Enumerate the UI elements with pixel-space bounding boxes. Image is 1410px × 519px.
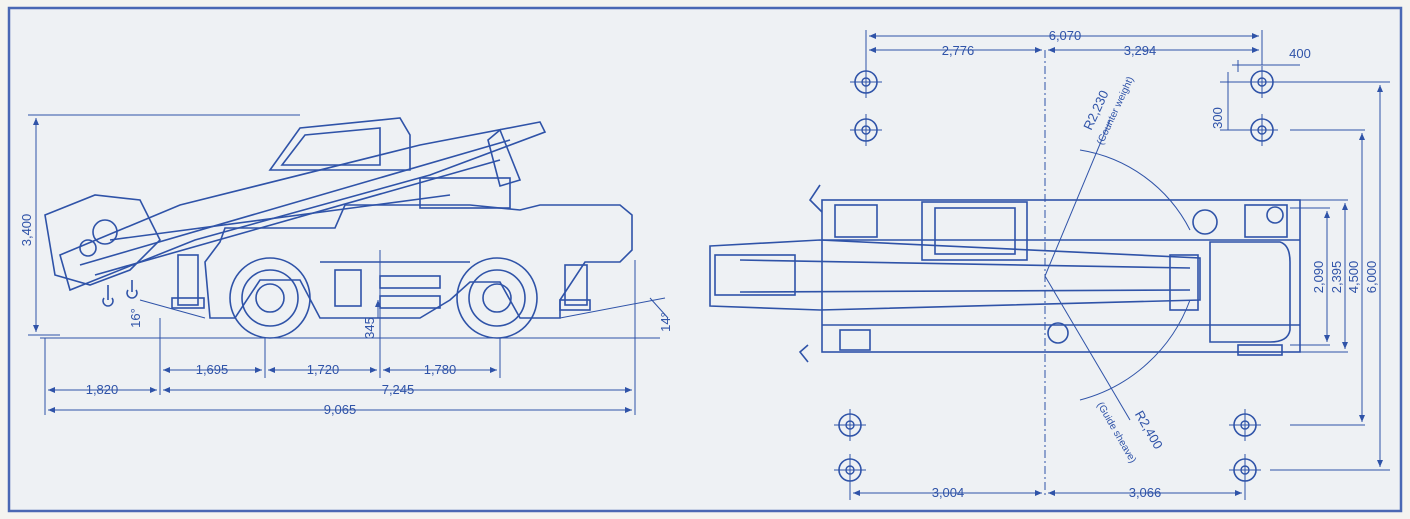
label-outrigger-span-top: 6,070 xyxy=(1049,28,1082,43)
top-view xyxy=(709,184,1301,363)
label-top-right-part: 3,294 xyxy=(1124,43,1157,58)
label-height-overall: 3,400 xyxy=(19,214,34,247)
side-view-dimensions xyxy=(28,114,669,415)
label-wheelbase-b: 1,780 xyxy=(424,362,457,377)
label-axle-front-offset: 1,695 xyxy=(196,362,229,377)
label-bottom-left-part: 3,004 xyxy=(932,485,965,500)
top-view-dimensions xyxy=(849,30,1390,500)
label-pad-offset-x: 400 xyxy=(1289,46,1311,61)
label-wheelbase-a: 1,720 xyxy=(307,362,340,377)
label-width-cab: 2,090 xyxy=(1311,261,1326,294)
label-top-left-part: 2,776 xyxy=(942,43,975,58)
drawing-frame xyxy=(7,6,1403,513)
label-boom-overhang: 1,820 xyxy=(86,382,119,397)
label-outrigger-mid: 4,500 xyxy=(1346,261,1361,294)
label-approach-angle: 16° xyxy=(128,308,143,328)
label-departure-angle: 14° xyxy=(658,312,673,332)
label-overall-length: 9,065 xyxy=(324,402,357,417)
label-bottom-right-part: 3,066 xyxy=(1129,485,1162,500)
label-outrigger-full: 6,000 xyxy=(1364,261,1379,294)
label-carrier-length: 7,245 xyxy=(382,382,415,397)
label-ground-clearance: 345 xyxy=(362,317,377,339)
side-view-labels: 3,400 16° 14° 345 1,695 1,720 1,780 1,82… xyxy=(19,214,673,417)
label-width-body: 2,395 xyxy=(1329,261,1344,294)
side-view xyxy=(40,117,660,339)
label-pad-offset-y: 300 xyxy=(1210,107,1225,129)
